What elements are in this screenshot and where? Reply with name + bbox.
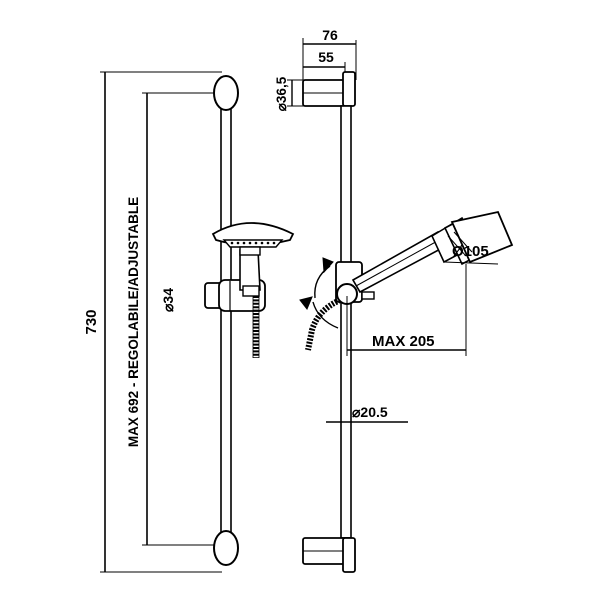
- bottom-bracket-cap: [342, 537, 356, 573]
- holder-diameter-label: ⌀34: [160, 288, 176, 312]
- side-bottom-bracket: [302, 537, 356, 573]
- front-shower-head: [211, 222, 295, 256]
- mount-width-label: 55: [318, 49, 334, 65]
- front-bottom-support: [213, 530, 239, 566]
- top-bracket-cap: [342, 71, 356, 107]
- side-rail: [340, 105, 352, 539]
- rotation-arrow-top: [322, 257, 334, 274]
- side-shower-head: [430, 210, 514, 266]
- rotation-arrow-bottom: [299, 296, 313, 310]
- rotation-arc-top: [314, 265, 331, 299]
- projection-label: MAX 205: [372, 333, 435, 350]
- side-swivel-holder: [335, 230, 448, 305]
- adjustable-height-label: MAX 692 - REGOLABILE/ADJUSTABLE: [126, 197, 141, 447]
- side-top-bracket: [302, 71, 356, 107]
- bracket-diameter-label: ⌀36,5: [274, 76, 289, 111]
- handshower-handle: [239, 249, 261, 291]
- shower-head-face: [222, 239, 284, 248]
- side-view: 76 55 ⌀36,5 ⌀20.5: [274, 27, 514, 573]
- front-view: 730 MAX 692 - REGOLABILE/ADJUSTABLE ⌀34: [83, 71, 295, 573]
- side-head-face: [450, 210, 514, 264]
- front-slider-holder: [204, 249, 266, 312]
- front-rail: [220, 94, 232, 546]
- swivel-pin: [361, 291, 375, 300]
- handle-cuff: [242, 285, 260, 297]
- total-height-label: 730: [83, 309, 100, 334]
- rotation-arc-bottom: [312, 301, 339, 329]
- side-hose: [305, 297, 342, 351]
- head-diameter-label: Ø105: [452, 243, 489, 260]
- rail-diameter-label: ⌀20.5: [352, 404, 388, 420]
- top-width-label: 76: [322, 27, 338, 43]
- front-top-support: [213, 75, 239, 111]
